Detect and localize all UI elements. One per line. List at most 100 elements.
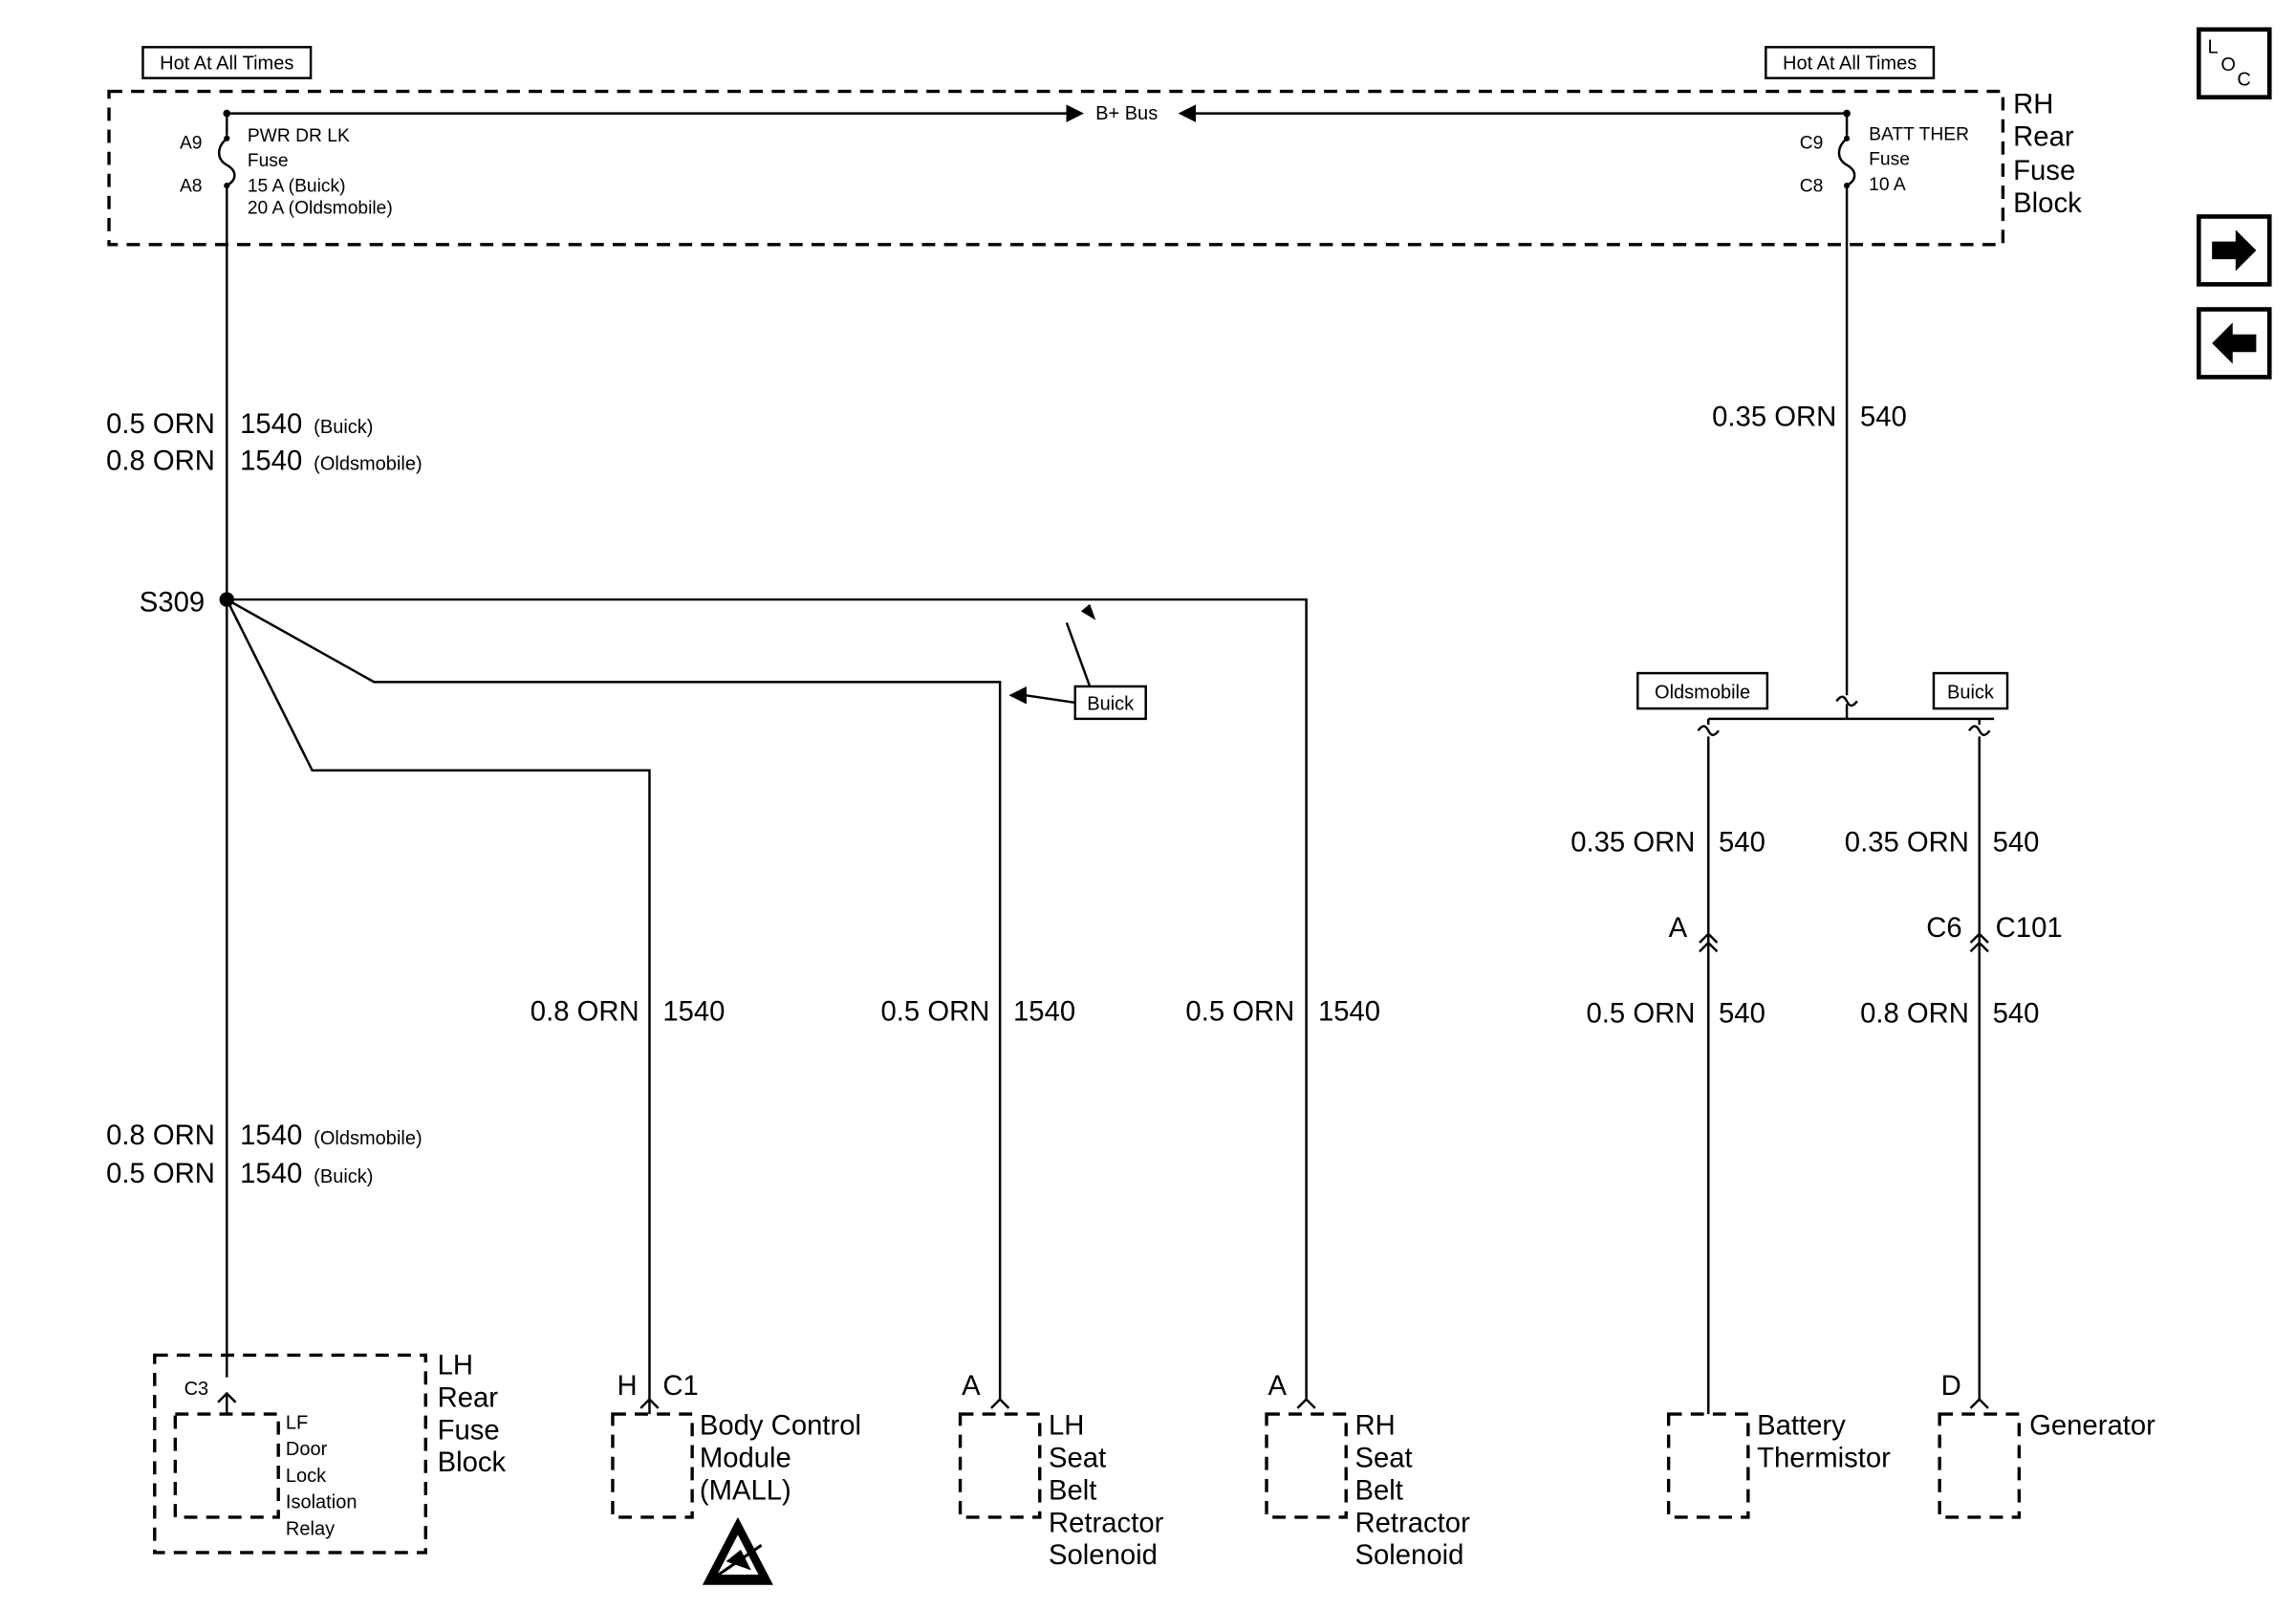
svg-text:LF: LF <box>286 1412 308 1433</box>
svg-text:C6: C6 <box>1926 913 1961 944</box>
svg-text:C9: C9 <box>1800 134 1824 154</box>
svg-text:(Buick): (Buick) <box>314 1166 373 1187</box>
next-page-button[interactable] <box>2196 214 2272 287</box>
svg-text:540: 540 <box>1993 828 2040 859</box>
svg-text:C8: C8 <box>1800 176 1824 196</box>
svg-text:Door: Door <box>286 1439 328 1460</box>
svg-text:0.8 ORN: 0.8 ORN <box>106 1120 215 1151</box>
svg-text:RH: RH <box>2013 90 2053 120</box>
svg-text:C101: C101 <box>1996 913 2063 944</box>
svg-text:(Buick): (Buick) <box>314 417 373 438</box>
svg-text:Isolation: Isolation <box>286 1492 357 1513</box>
svg-text:A9: A9 <box>180 134 203 154</box>
svg-text:C1: C1 <box>662 1371 698 1402</box>
location-view-button[interactable]: L O C <box>2196 27 2272 99</box>
oldsmobile-variant-tag: Oldsmobile <box>1636 671 1769 710</box>
rh-rear-fuse-block-outline <box>107 89 2005 247</box>
svg-text:C: C <box>2237 69 2250 90</box>
svg-text:D: D <box>1941 1371 1961 1402</box>
svg-text:0.5 ORN: 0.5 ORN <box>106 409 215 440</box>
svg-text:H: H <box>617 1371 638 1402</box>
buick-lower-wire-label: 0.8 ORN 540 <box>1860 998 2039 1029</box>
svg-text:1540: 1540 <box>240 446 302 476</box>
svg-text:1540: 1540 <box>240 1159 302 1189</box>
svg-text:Block: Block <box>438 1447 507 1478</box>
svg-text:Retractor: Retractor <box>1354 1508 1470 1538</box>
svg-text:0.8 ORN: 0.8 ORN <box>1860 998 1969 1029</box>
lh-seat-belt-retractor-solenoid: A LH Seat Belt Retractor Solenoid <box>958 1371 1164 1571</box>
svg-text:0.8 ORN: 0.8 ORN <box>531 997 639 1028</box>
buick-branch-break <box>1967 725 1991 737</box>
svg-text:LH: LH <box>438 1350 473 1381</box>
splice-s309-label: S309 <box>140 587 205 618</box>
svg-text:Belt: Belt <box>1354 1475 1402 1506</box>
svg-text:Rear: Rear <box>438 1382 499 1413</box>
svg-text:LH: LH <box>1049 1411 1084 1442</box>
svg-text:Rear: Rear <box>2013 122 2074 153</box>
svg-text:(Oldsmobile): (Oldsmobile) <box>314 1128 422 1149</box>
svg-text:Solenoid: Solenoid <box>1049 1540 1158 1571</box>
svg-text:A: A <box>1268 1371 1288 1402</box>
bus-arrow-left-icon <box>1178 104 1197 122</box>
svg-text:15 A (Buick): 15 A (Buick) <box>248 176 346 196</box>
svg-text:0.35 ORN: 0.35 ORN <box>1845 828 1969 859</box>
b-plus-bus-label: B+ Bus <box>1095 103 1158 124</box>
svg-text:0.35 ORN: 0.35 ORN <box>1570 828 1695 859</box>
generator: D Generator <box>1938 1371 2155 1519</box>
svg-text:Thermistor: Thermistor <box>1757 1444 1891 1474</box>
svg-text:(MALL): (MALL) <box>700 1475 791 1506</box>
esd-warning-icon <box>702 1516 773 1585</box>
svg-text:1540: 1540 <box>1013 997 1075 1028</box>
svg-text:0.8 ORN: 0.8 ORN <box>106 446 215 476</box>
connector-a: A <box>1669 913 1719 953</box>
location-view-icon: L <box>2208 36 2219 57</box>
svg-text:A: A <box>1669 913 1688 944</box>
svg-text:Hot At All Times: Hot At All Times <box>160 53 293 74</box>
svg-text:10 A: 10 A <box>1869 175 1906 195</box>
rh-seat-wire-label: 0.5 ORN 1540 <box>1185 997 1380 1028</box>
branch-lh-seat <box>226 598 1002 1400</box>
svg-text:Relay: Relay <box>286 1518 335 1539</box>
buick-upper-wire-label: 0.35 ORN 540 <box>1845 828 2040 859</box>
svg-text:Fuse: Fuse <box>248 151 289 171</box>
pwr-dr-lk-fuse: A9 A8 PWR DR LK Fuse 15 A (Buick) 20 A (… <box>180 109 393 218</box>
svg-text:540: 540 <box>1719 828 1765 859</box>
svg-text:PWR DR LK: PWR DR LK <box>248 126 350 146</box>
svg-text:A8: A8 <box>180 176 203 196</box>
svg-text:O: O <box>2220 54 2236 76</box>
olds-lower-wire-label: 0.5 ORN 540 <box>1587 998 1765 1029</box>
svg-text:RH: RH <box>1354 1411 1395 1442</box>
svg-text:1540: 1540 <box>662 997 725 1028</box>
olds-branch-break <box>1697 725 1721 737</box>
buick-variant-tag: Buick <box>1008 603 1147 721</box>
lh-seat-wire-label: 0.5 ORN 1540 <box>881 997 1076 1028</box>
svg-text:Buick: Buick <box>1947 682 1995 703</box>
battery-thermistor: Battery Thermistor <box>1666 1411 1891 1519</box>
svg-text:1540: 1540 <box>240 409 302 440</box>
hot-at-all-times-left-tag: Hot At All Times <box>141 46 313 79</box>
svg-text:Oldsmobile: Oldsmobile <box>1655 682 1750 703</box>
svg-text:A: A <box>962 1371 981 1402</box>
hot-at-all-times-right-tag: Hot At All Times <box>1765 46 1936 79</box>
svg-text:Solenoid: Solenoid <box>1354 1540 1463 1571</box>
svg-text:BATT THER: BATT THER <box>1869 124 1969 144</box>
svg-text:540: 540 <box>1719 998 1765 1029</box>
batt-ther-top-wire-label: 0.35 ORN 540 <box>1712 402 1907 432</box>
rh-seat-belt-retractor-solenoid: A RH Seat Belt Retractor Solenoid <box>1265 1371 1470 1571</box>
svg-text:Body Control: Body Control <box>700 1411 861 1442</box>
svg-text:Retractor: Retractor <box>1049 1508 1164 1538</box>
branch-bcm <box>226 598 651 1400</box>
svg-text:(Oldsmobile): (Oldsmobile) <box>314 453 422 474</box>
previous-page-button[interactable] <box>2196 307 2272 380</box>
svg-text:540: 540 <box>1860 402 1907 432</box>
svg-text:20 A (Oldsmobile): 20 A (Oldsmobile) <box>248 198 393 218</box>
svg-text:Battery: Battery <box>1757 1411 1846 1442</box>
arrow-right-icon <box>2212 229 2257 272</box>
svg-text:0.5 ORN: 0.5 ORN <box>881 997 990 1028</box>
main-feed-bottom-label: 0.8 ORN 1540 (Oldsmobile) 0.5 ORN 1540 (… <box>106 1120 422 1189</box>
rh-rear-fuse-block-label: RH Rear Fuse Block <box>2013 90 2082 219</box>
branch-rh-seat <box>227 598 1308 1400</box>
olds-upper-wire-label: 0.35 ORN 540 <box>1570 828 1765 859</box>
main-feed-top-label: 0.5 ORN 1540 (Buick) 0.8 ORN 1540 (Oldsm… <box>106 409 422 477</box>
svg-text:Lock: Lock <box>286 1466 327 1487</box>
